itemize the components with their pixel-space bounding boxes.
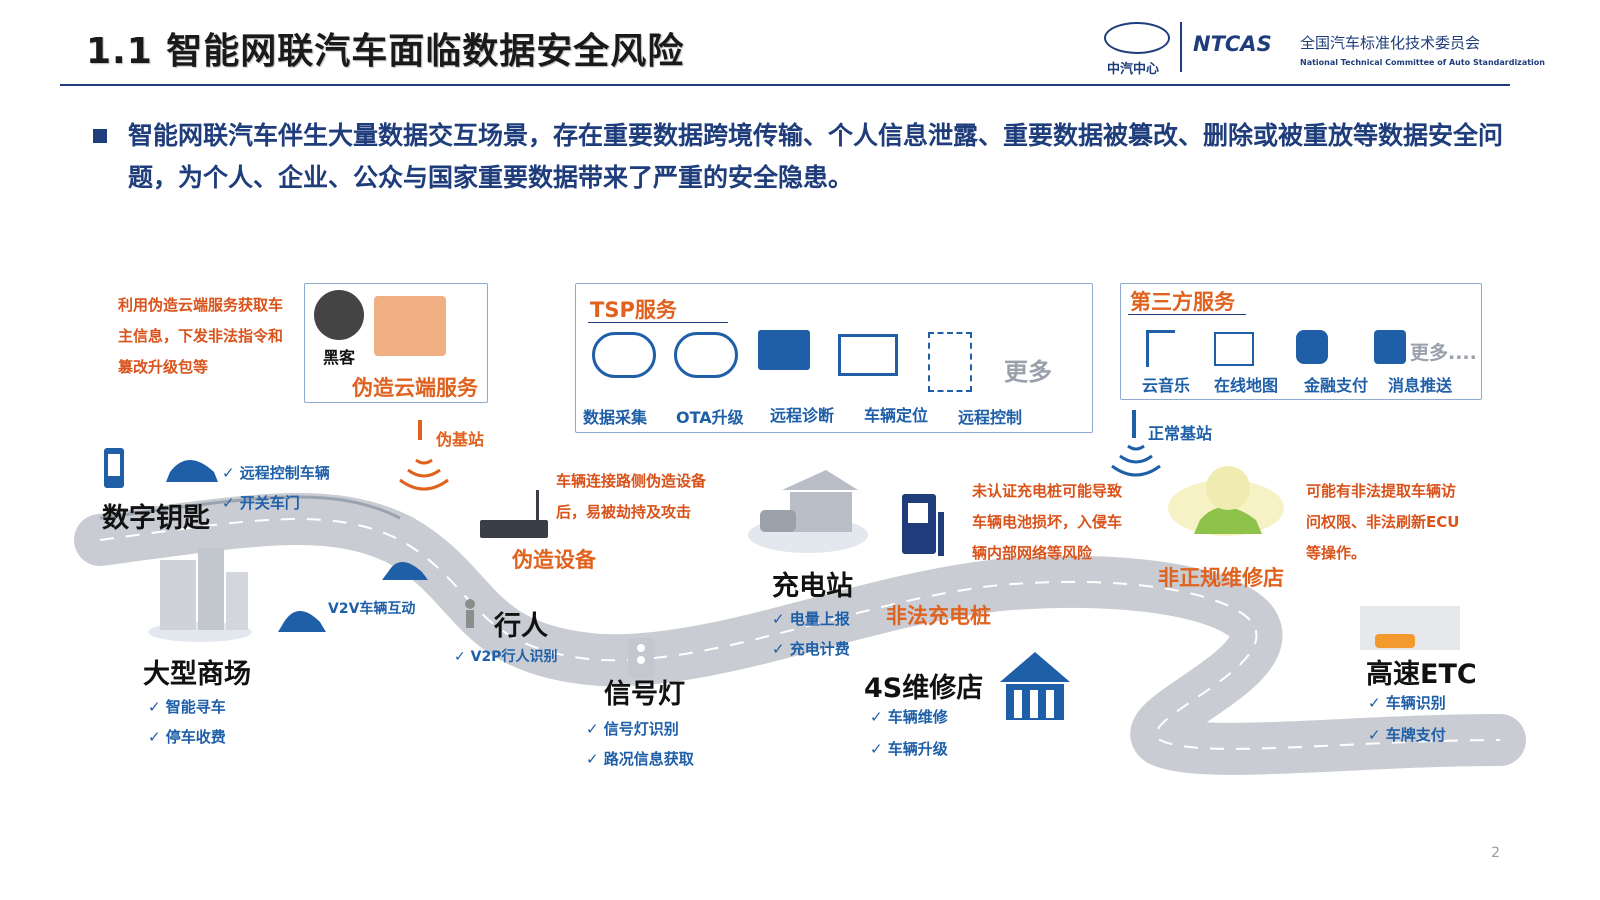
tsp-item-ota: OTA升级 [676, 408, 744, 427]
intro-text: 智能网联汽车伴生大量数据交互场景，存在重要数据跨境传输、个人信息泄露、重要数据被… [128, 121, 1504, 192]
etc-item-1-text: 车辆识别 [1385, 694, 1446, 712]
digital-key-item-2-text: 开关车门 [239, 494, 300, 512]
fake-cloud-desc: 利用伪造云端服务获取车 主信息，下发非法指令和 篡改升级包等 [118, 296, 299, 376]
illegal-charger-title: 非法充电桩 [886, 604, 991, 628]
pedestrian-item-1: ✓ V2P行人识别 [454, 649, 558, 665]
fake-server-icon [374, 296, 446, 356]
etc-item-2: ✓ 车牌支付 [1368, 726, 1446, 744]
service-4s-item-1-text: 车辆维修 [887, 708, 948, 726]
traffic-light-title: 信号灯 [604, 679, 685, 710]
traffic-light-item-1: ✓ 信号灯识别 [586, 720, 679, 738]
third-party-more: 更多.... [1410, 342, 1477, 364]
fake-base-station-label: 伪基站 [436, 430, 485, 449]
mall-item-1-text: 智能寻车 [165, 698, 226, 716]
diagnosis-monitor-icon [758, 330, 810, 370]
v2v-label: V2V车辆互动 [328, 601, 416, 617]
charging-station-title: 充电站 [772, 571, 853, 602]
charging-item-2-text: 充电计费 [789, 640, 850, 658]
org-name-cn: 全国汽车标准化技术委员会 [1300, 34, 1481, 52]
illegal-charger-desc: 未认证充电桩可能导致 车辆电池损坏，入侵车 辆内部网络等风险 [972, 482, 1123, 562]
bullet-marker [93, 129, 107, 143]
tsp-item-data-collection: 数据采集 [583, 408, 648, 427]
hacker-avatar [314, 290, 364, 340]
caams-logo [1104, 22, 1170, 54]
page-number: 2 [1491, 845, 1500, 861]
etc-item-2-text: 车牌支付 [1385, 726, 1446, 744]
header-divider [60, 84, 1510, 86]
service-4s-item-1: ✓ 车辆维修 [870, 708, 948, 726]
mall-item-2: ✓ 停车收费 [148, 728, 226, 746]
charging-item-1-text: 电量上报 [789, 610, 850, 628]
irregular-repair-desc: 可能有非法提取车辆访问权限、非法刷新ECU等操作。 [1306, 482, 1460, 562]
traffic-light-item-1-text: 信号灯识别 [603, 720, 679, 738]
upload-cloud-icon [592, 332, 656, 378]
news-push-icon [1374, 330, 1406, 364]
digital-key-item-1-text: 远程控制车辆 [239, 464, 330, 482]
page-title: 1.1 智能网联汽车面临数据安全风险 [86, 31, 685, 72]
third-party-title-underline [1128, 314, 1246, 315]
tsp-item-remote-control: 远程控制 [958, 408, 1023, 427]
charging-item-1: ✓ 电量上报 [772, 610, 850, 628]
fake-cloud-title: 伪造云端服务 [352, 376, 478, 400]
caams-logo-text: 中汽中心 [1107, 62, 1160, 77]
digital-key-item-2: ✓ 开关车门 [222, 494, 300, 512]
service-4s-item-2-text: 车辆升级 [887, 740, 948, 758]
tsp-more: 更多 [1004, 358, 1052, 386]
traffic-light-item-2-text: 路况信息获取 [603, 750, 694, 768]
normal-base-station-label: 正常基站 [1148, 424, 1213, 443]
tsp-item-vehicle-location: 车辆定位 [864, 406, 929, 425]
location-map-icon [838, 334, 898, 376]
ntcas-logo: NTCAS [1193, 32, 1272, 56]
irregular-repair-title: 非正规维修店 [1158, 566, 1284, 590]
remote-control-icon [928, 332, 972, 392]
mall-item-2-text: 停车收费 [165, 728, 226, 746]
etc-item-1: ✓ 车辆识别 [1368, 694, 1446, 712]
pedestrian-item-1-text: V2P行人识别 [470, 649, 558, 665]
third-item-payment: 金融支付 [1304, 376, 1369, 395]
third-item-push: 消息推送 [1388, 376, 1453, 395]
fake-device-title: 伪造设备 [512, 548, 596, 572]
logo-divider [1180, 22, 1182, 72]
tsp-box [575, 283, 1093, 433]
traffic-light-item-2: ✓ 路况信息获取 [586, 750, 694, 768]
tsp-title: TSP服务 [590, 298, 677, 322]
third-item-music: 云音乐 [1142, 376, 1191, 395]
service-4s-title: 4S维修店 [864, 673, 984, 704]
digital-key-item-1: ✓ 远程控制车辆 [222, 464, 330, 482]
music-icon [1146, 330, 1175, 367]
finance-coins-icon [1296, 330, 1328, 364]
service-4s-item-2: ✓ 车辆升级 [870, 740, 948, 758]
fake-device-desc: 车辆连接路侧伪造设备后，易被劫持及攻击 [556, 472, 707, 521]
map-icon [1214, 332, 1254, 366]
etc-title: 高速ETC [1366, 659, 1477, 690]
download-cloud-icon [674, 332, 738, 378]
mall-title: 大型商场 [143, 659, 251, 690]
tsp-title-underline [588, 322, 728, 323]
tsp-item-remote-diagnosis: 远程诊断 [770, 406, 835, 425]
pedestrian-title: 行人 [494, 611, 548, 642]
mall-item-1: ✓ 智能寻车 [148, 698, 226, 716]
org-name-en: National Technical Committee of Auto Sta… [1300, 58, 1545, 67]
digital-key-title: 数字钥匙 [102, 503, 210, 534]
charging-item-2: ✓ 充电计费 [772, 640, 850, 658]
hacker-label: 黑客 [323, 348, 356, 367]
third-party-title: 第三方服务 [1130, 290, 1235, 314]
third-item-map: 在线地图 [1214, 376, 1279, 395]
